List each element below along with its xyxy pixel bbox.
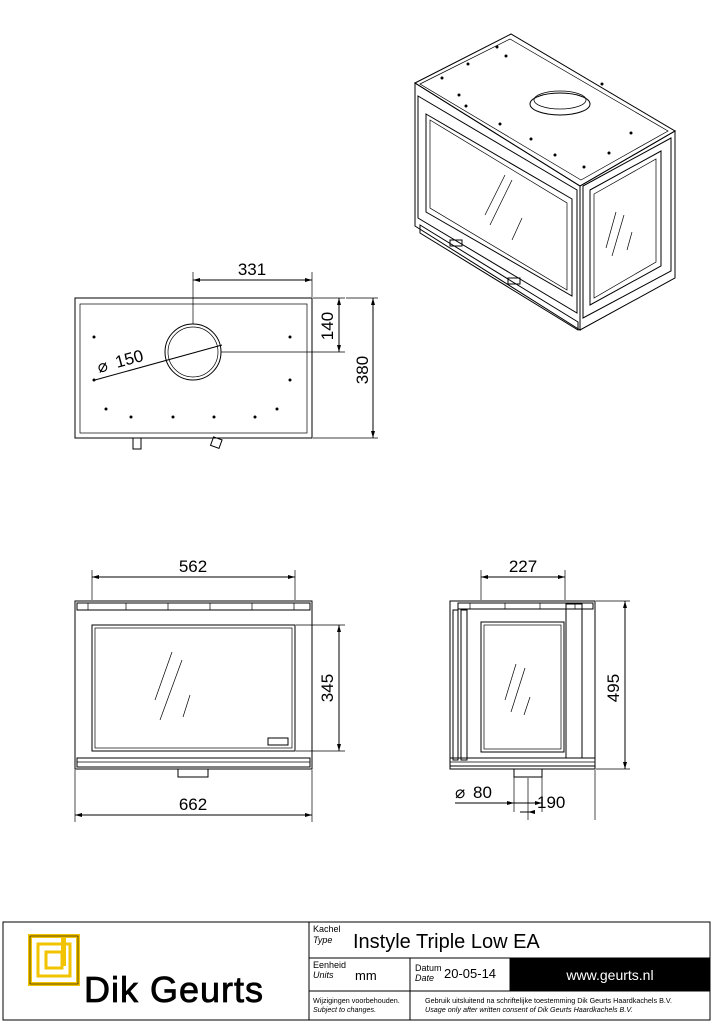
isometric-top-holes bbox=[440, 45, 633, 169]
dim-140: 140 bbox=[318, 312, 337, 340]
dim-150: 150 bbox=[113, 346, 145, 372]
top-view: 331 140 380 ⌀ 150 bbox=[74, 260, 378, 450]
side-view: 227 495 ⌀ 80 190 bbox=[449, 557, 630, 820]
dim-662: 662 bbox=[179, 795, 207, 814]
kachel-label: Kachel bbox=[313, 924, 341, 934]
notice-en: Subject to changes. bbox=[313, 1005, 376, 1014]
dik-geurts-logo: Dik Geurts bbox=[28, 934, 264, 1010]
dim-80: 80 bbox=[473, 783, 492, 802]
usage-nl: Gebruik uitsluitend na schriftelijke toe… bbox=[425, 996, 672, 1005]
logo-wordmark: Dik Geurts bbox=[84, 969, 264, 1010]
type-label: Type bbox=[313, 935, 332, 945]
dim-diameter-symbol-top: ⌀ bbox=[95, 356, 110, 377]
dim-331: 331 bbox=[238, 260, 266, 279]
dim-diameter-symbol-side: ⌀ bbox=[455, 783, 465, 802]
notice-nl: Wijzigingen voorbehouden. bbox=[313, 996, 400, 1005]
title-block: Dik Geurts Kachel Type Instyle Triple Lo… bbox=[2, 921, 711, 1021]
isometric-view bbox=[413, 33, 676, 331]
top-view-holes bbox=[92, 335, 292, 419]
date-value: 20-05-14 bbox=[444, 966, 496, 981]
usage-en: Usage only after written consent of Dik … bbox=[425, 1005, 633, 1014]
dim-190: 190 bbox=[537, 793, 565, 812]
dim-345: 345 bbox=[318, 674, 337, 702]
units-label: Units bbox=[313, 970, 334, 980]
date-label: Date bbox=[415, 973, 434, 983]
dim-562: 562 bbox=[179, 557, 207, 576]
eenheid-label: Eenheid bbox=[313, 960, 346, 970]
units-value: mm bbox=[355, 968, 377, 983]
front-view: 562 345 662 bbox=[74, 557, 345, 822]
dim-495: 495 bbox=[604, 674, 623, 702]
dim-380: 380 bbox=[353, 356, 372, 384]
datum-label: Datum bbox=[415, 963, 442, 973]
product-name: Instyle Triple Low EA bbox=[353, 931, 540, 953]
dim-227: 227 bbox=[509, 557, 537, 576]
website-text: www.geurts.nl bbox=[565, 967, 653, 983]
